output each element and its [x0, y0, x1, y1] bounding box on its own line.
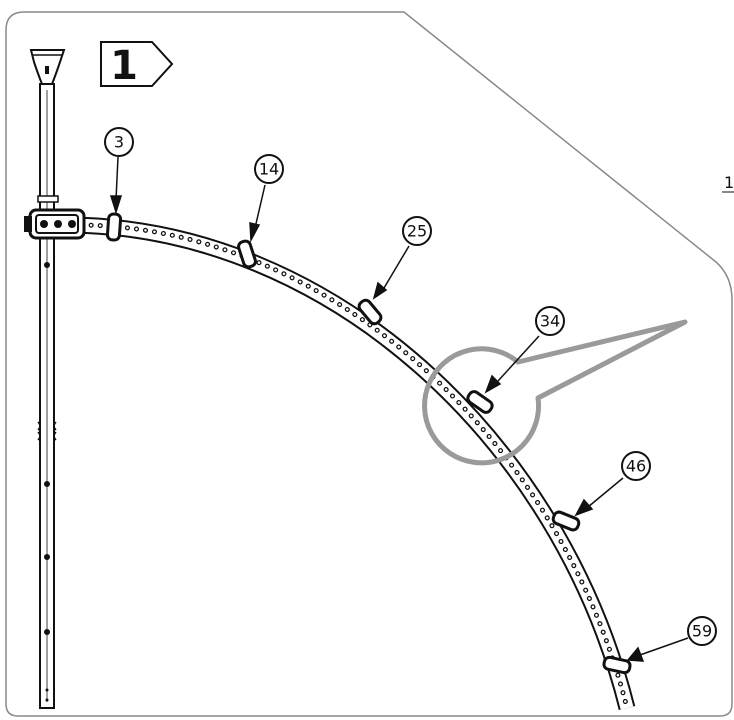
leader-arrowhead-3 — [109, 195, 123, 215]
callout-circle — [104, 127, 134, 157]
callout-label: 34 — [540, 312, 560, 331]
callout-label: 3 — [114, 133, 124, 152]
strip-clips — [105, 212, 632, 675]
strip-band — [69, 216, 636, 711]
pole-hole — [45, 698, 49, 702]
pole-clamp — [24, 208, 86, 240]
step-number: 1 — [110, 43, 138, 89]
strip-clip — [237, 239, 257, 269]
leader-arrows — [109, 156, 689, 662]
callout-circle — [402, 216, 432, 246]
magnifier-outline — [422, 319, 688, 466]
callout-34: 34 — [535, 306, 565, 336]
pole-joint — [37, 421, 57, 441]
callout-circle — [535, 306, 565, 336]
pole-hole — [44, 481, 50, 487]
strip-clip — [602, 655, 632, 675]
callout-label: 25 — [407, 222, 427, 241]
clamp-side — [24, 216, 32, 232]
pole-hole — [45, 688, 49, 692]
strip-clip — [105, 212, 123, 242]
strip-clip — [357, 298, 383, 326]
strip-clip — [551, 510, 581, 532]
leader-line-25 — [383, 245, 410, 289]
edge-text: 1 — [724, 173, 734, 192]
strip-clip — [466, 390, 494, 414]
leader-arrowhead-14 — [249, 222, 261, 243]
strip-holes — [79, 222, 630, 711]
clamp-bolt — [54, 220, 62, 228]
leader-arrowhead-59 — [626, 646, 645, 662]
callout-circle — [621, 451, 651, 481]
clamp-bolt — [40, 220, 48, 228]
callout-circle — [687, 616, 717, 646]
pole-hole — [44, 262, 50, 268]
pole-cap-slot — [45, 66, 49, 74]
pole-hole — [44, 554, 50, 560]
step-arrow-box — [100, 41, 174, 87]
callout-59: 59 — [687, 616, 717, 646]
step-indicator: 1 — [100, 41, 174, 89]
pole-hole — [44, 629, 50, 635]
callout-circle — [254, 154, 284, 184]
leader-line-46 — [587, 477, 624, 508]
callout-25: 25 — [402, 216, 432, 246]
leader-arrowhead-25 — [372, 281, 388, 300]
leader-line-3 — [115, 156, 119, 201]
strip-holes-center — [80, 223, 629, 710]
leader-arrowhead-34 — [484, 374, 502, 394]
callout-label: 46 — [626, 457, 646, 476]
callout-46: 46 — [621, 451, 651, 481]
leader-line-59 — [639, 637, 689, 656]
callout-14: 14 — [254, 154, 284, 184]
leader-line-14 — [254, 184, 266, 229]
panel-frame — [5, 11, 733, 717]
clamp-bolt — [68, 220, 76, 228]
leader-arrowhead-46 — [574, 498, 594, 517]
callout-label: 59 — [692, 622, 712, 641]
curved-strip — [69, 216, 636, 711]
vertical-pole — [29, 49, 66, 709]
leader-line-34 — [497, 335, 540, 382]
callout-3: 3 — [104, 127, 134, 157]
strip-band-inner — [69, 218, 634, 710]
pole-bracket — [37, 195, 59, 203]
callout-label: 14 — [259, 160, 279, 179]
